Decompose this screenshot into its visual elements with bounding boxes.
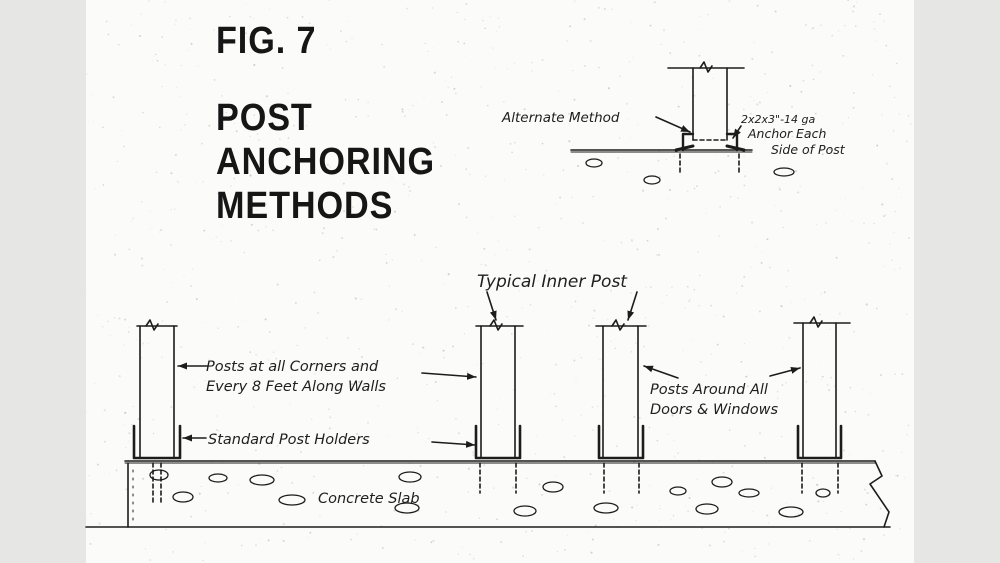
door-window-post xyxy=(793,316,851,494)
typical-post-leader-right xyxy=(627,291,638,321)
typical-inner-post-label: Typical Inner Post xyxy=(477,272,628,292)
inner-post-2 xyxy=(595,319,647,494)
concrete-slab xyxy=(85,460,891,528)
concrete-slab-label: Concrete Slab xyxy=(318,491,420,507)
inner-post-1 xyxy=(474,319,524,494)
inset-post xyxy=(667,61,745,141)
inset-aggregate-stones xyxy=(585,158,795,185)
figure-title: POST ANCHORING METHODS xyxy=(216,96,435,228)
doors-windows-label-line-2: Doors & Windows xyxy=(650,402,778,418)
figure-title-line-1: POST xyxy=(216,97,313,139)
corners-label-line-1: Posts at all Corners and xyxy=(206,359,379,375)
anchor-spec-label-line-1: 2x2x3"-14 ga xyxy=(741,113,816,126)
inset-alternate-method-detail xyxy=(570,61,795,185)
inner-post-1-holder xyxy=(474,424,522,460)
typical-post-leader-left xyxy=(486,291,497,321)
corners-leader-right xyxy=(421,372,477,380)
inner-post-2-holder xyxy=(597,424,645,460)
corners-label-line-2: Every 8 Feet Along Walls xyxy=(206,379,386,395)
alternate-method-leader xyxy=(655,116,691,133)
anchor-leader xyxy=(732,125,742,139)
figure-number: FIG. 7 xyxy=(216,20,317,62)
figure-title-line-3: METHODS xyxy=(216,185,394,227)
doors-leader-left xyxy=(643,365,679,379)
door-window-post-holder xyxy=(796,424,843,460)
right-side-band xyxy=(914,0,1000,563)
slab-aggregate-stones xyxy=(149,469,831,518)
holders-leader-right xyxy=(431,440,476,448)
corner-post xyxy=(132,319,182,506)
standard-post-holders-label: Standard Post Holders xyxy=(208,432,370,448)
doors-windows-label-line-1: Posts Around All xyxy=(650,382,768,398)
anchor-spec-label-line-3: Side of Post xyxy=(771,142,846,157)
anchor-spec-label-line-2: Anchor Each xyxy=(747,126,826,141)
corner-post-holder xyxy=(132,424,182,460)
figure-title-line-2: ANCHORING xyxy=(216,141,435,183)
alternate-method-label: Alternate Method xyxy=(501,110,620,126)
left-side-band xyxy=(0,0,86,563)
doors-leader-right xyxy=(769,366,801,377)
